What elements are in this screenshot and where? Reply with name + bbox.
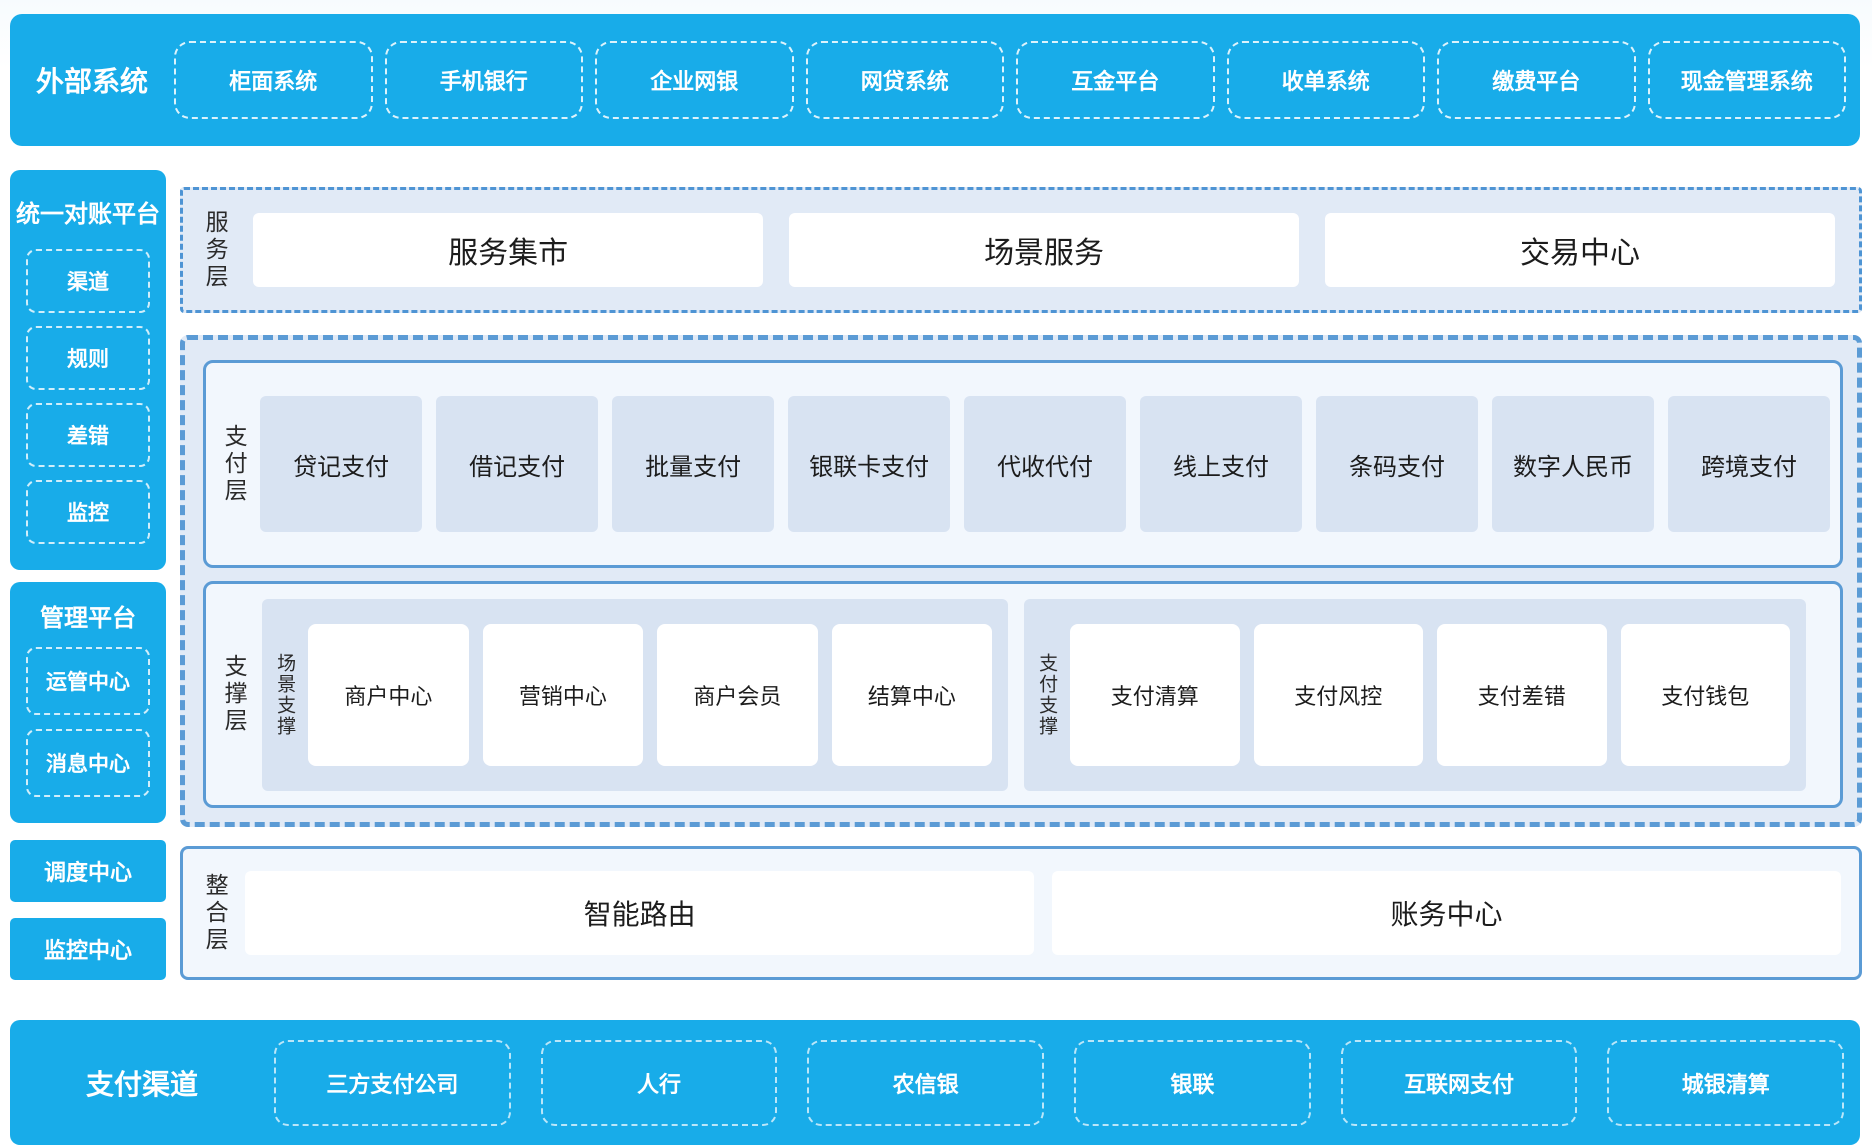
external-system-item[interactable]: 柜面系统 <box>174 41 373 119</box>
integration-layer-panel: 整合层 智能路由 账务中心 <box>180 846 1862 980</box>
external-systems-title: 外部系统 <box>35 66 148 97</box>
reconciliation-platform-block: 统一对账平台 渠道 规则 差错 监控 <box>10 170 166 570</box>
service-layer-item[interactable]: 场景服务 <box>789 213 1300 287</box>
payment-support-item[interactable]: 支付差错 <box>1437 623 1607 766</box>
service-layer-item[interactable]: 交易中心 <box>1325 213 1835 287</box>
payment-support-panel: 支付层 贷记支付 借记支付 批量支付 银联卡支付 代收代付 线上支付 条码支付 … <box>180 335 1862 827</box>
payment-layer-item[interactable]: 条码支付 <box>1316 396 1479 532</box>
external-system-item[interactable]: 收单系统 <box>1226 41 1425 119</box>
management-platform-title: 管理平台 <box>40 605 136 632</box>
payment-channel-item[interactable]: 人行 <box>540 1039 778 1126</box>
payment-layer-item[interactable]: 借记支付 <box>436 396 599 532</box>
reconciliation-item[interactable]: 规则 <box>26 326 150 390</box>
payment-layer-item[interactable]: 数字人民币 <box>1492 396 1655 532</box>
external-systems-bar: 外部系统 柜面系统 手机银行 企业网银 网贷系统 互金平台 收单系统 缴费平台 … <box>10 14 1860 146</box>
payment-layer-item[interactable]: 批量支付 <box>612 396 775 532</box>
payment-channel-item[interactable]: 农信银 <box>807 1039 1045 1126</box>
service-layer-label: 服务层 <box>202 209 229 291</box>
integration-layer-item[interactable]: 智能路由 <box>245 871 1035 955</box>
scene-support-item[interactable]: 商户会员 <box>657 623 818 766</box>
payment-layer-item[interactable]: 跨境支付 <box>1668 396 1830 532</box>
reconciliation-item[interactable]: 差错 <box>26 403 150 467</box>
management-item[interactable]: 消息中心 <box>26 729 150 797</box>
payment-support-item[interactable]: 支付风控 <box>1253 623 1424 766</box>
service-layer-panel: 服务层 服务集市 场景服务 交易中心 <box>180 187 1862 313</box>
payment-layer-item[interactable]: 贷记支付 <box>260 396 423 532</box>
external-system-item[interactable]: 网贷系统 <box>805 41 1004 119</box>
service-layer-item[interactable]: 服务集市 <box>253 213 764 287</box>
payment-channel-item[interactable]: 互联网支付 <box>1340 1039 1578 1126</box>
management-platform-block: 管理平台 运管中心 消息中心 <box>10 582 166 823</box>
support-layer-box: 支撑层 场景支撑 商户中心 营销中心 商户会员 结算中心 支付支撑 支付清算 支… <box>203 581 1843 808</box>
scene-support-group: 场景支撑 商户中心 营销中心 商户会员 结算中心 <box>262 598 1009 791</box>
payment-channels-title: 支付渠道 <box>85 1068 198 1100</box>
payment-layer-item[interactable]: 线上支付 <box>1140 396 1303 532</box>
external-system-item[interactable]: 缴费平台 <box>1437 41 1636 119</box>
scene-support-item[interactable]: 商户中心 <box>308 623 469 766</box>
integration-layer-label: 整合层 <box>202 872 229 954</box>
payment-layer-label: 支付层 <box>221 423 248 505</box>
payment-layer-item[interactable]: 代收代付 <box>964 396 1127 532</box>
payment-support-item[interactable]: 支付钱包 <box>1620 623 1790 766</box>
payment-channels-bar: 支付渠道 三方支付公司 人行 农信银 银联 互联网支付 城银清算 <box>10 1020 1860 1145</box>
reconciliation-platform-title: 统一对账平台 <box>16 201 160 228</box>
integration-layer-item[interactable]: 账务中心 <box>1052 871 1842 955</box>
payment-channels-row: 三方支付公司 人行 农信银 银联 互联网支付 城银清算 <box>274 1039 1845 1126</box>
payment-channel-item[interactable]: 银联 <box>1074 1039 1311 1126</box>
reconciliation-item[interactable]: 渠道 <box>26 249 150 313</box>
payment-layer-item[interactable]: 银联卡支付 <box>788 396 951 532</box>
scene-support-label: 场景支撑 <box>274 652 296 737</box>
monitor-center-node[interactable]: 监控中心 <box>10 918 166 980</box>
support-layer-label: 支撑层 <box>221 654 248 735</box>
reconciliation-item[interactable]: 监控 <box>26 480 150 544</box>
external-systems-row: 柜面系统 手机银行 企业网银 网贷系统 互金平台 收单系统 缴费平台 现金管理系… <box>174 41 1846 119</box>
dispatch-center-node[interactable]: 调度中心 <box>10 840 166 902</box>
management-item[interactable]: 运管中心 <box>26 647 150 715</box>
external-system-item[interactable]: 手机银行 <box>384 41 583 119</box>
scene-support-item[interactable]: 营销中心 <box>482 623 644 766</box>
external-system-item[interactable]: 企业网银 <box>595 41 794 119</box>
external-system-item[interactable]: 现金管理系统 <box>1647 41 1846 119</box>
payment-support-item[interactable]: 支付清算 <box>1070 623 1240 766</box>
payment-support-label: 支付支撑 <box>1036 652 1058 737</box>
payment-support-group: 支付支撑 支付清算 支付风控 支付差错 支付钱包 <box>1024 598 1806 791</box>
scene-support-item[interactable]: 结算中心 <box>831 623 993 766</box>
payment-layer-box: 支付层 贷记支付 借记支付 批量支付 银联卡支付 代收代付 线上支付 条码支付 … <box>203 360 1843 568</box>
payment-channel-item[interactable]: 三方支付公司 <box>274 1039 511 1126</box>
external-system-item[interactable]: 互金平台 <box>1016 41 1215 119</box>
payment-channel-item[interactable]: 城银清算 <box>1607 1039 1845 1126</box>
